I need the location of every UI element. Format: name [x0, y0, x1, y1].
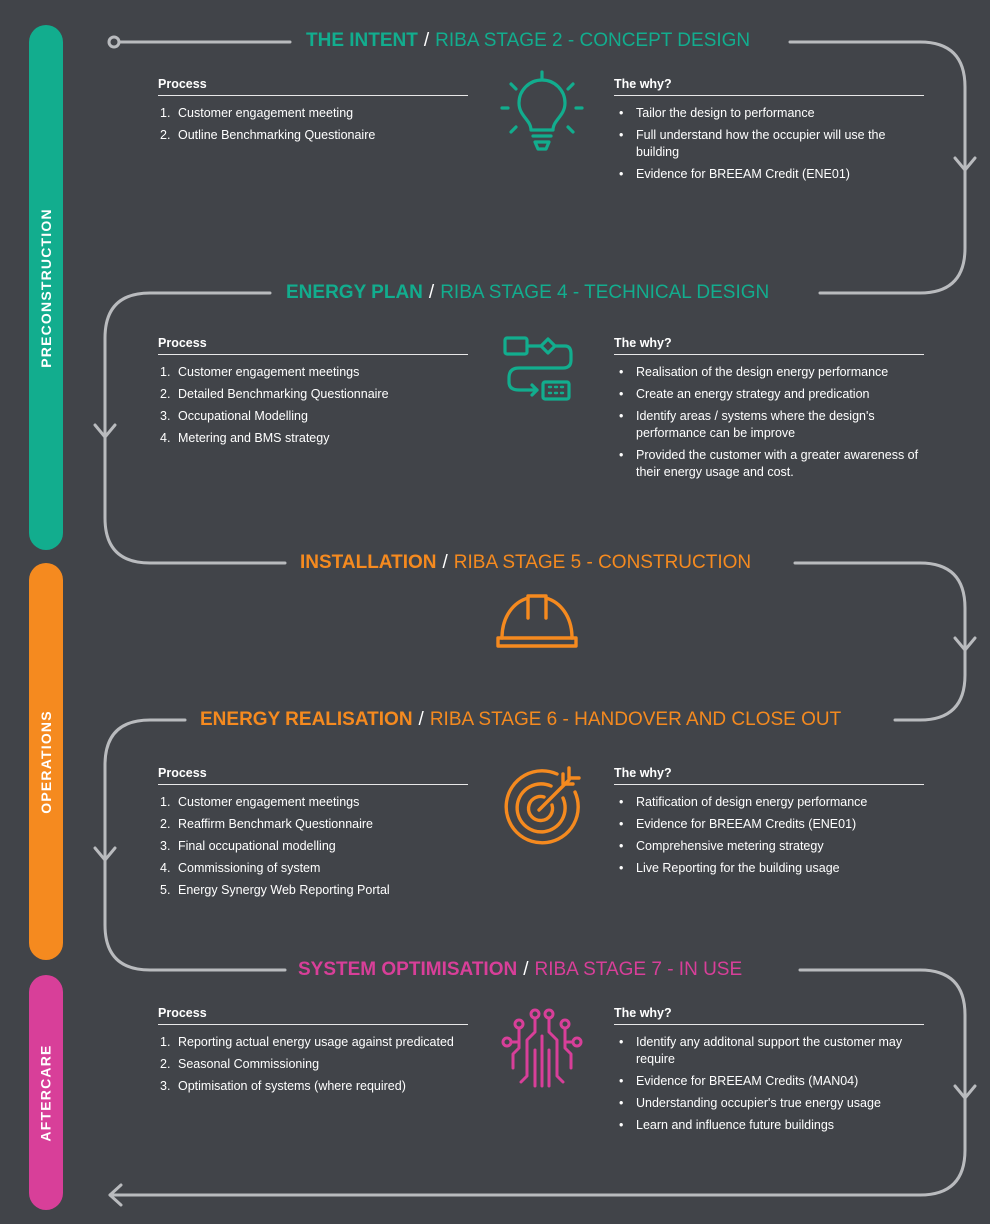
circuit-icon [501, 1008, 583, 1088]
lightbulb-icon [500, 70, 584, 151]
stage-subtitle: RIBA STAGE 4 - TECHNICAL DESIGN [440, 282, 770, 303]
process-column: Process 1.Customer engagement meetings 2… [158, 336, 468, 452]
hard-hat-icon [496, 594, 578, 648]
phase-preconstruction: PRECONSTRUCTION [29, 25, 63, 550]
workflow-icon [503, 336, 573, 401]
stage-title: ENERGY REALISATION/RIBA STAGE 6 - HANDOV… [190, 707, 852, 733]
phase-label: AFTERCARE [38, 1043, 55, 1142]
why-item: •Provided the customer with a greater aw… [619, 448, 919, 479]
why-item: •Evidence for BREEAM Credits (MAN04) [619, 1074, 859, 1088]
process-column: Process 1.Customer engagement meeting 2.… [158, 77, 468, 149]
stage-name: THE INTENT [306, 30, 418, 51]
target-icon [504, 766, 581, 845]
arrow-left-icon [108, 1183, 123, 1207]
process-item: 3.Occupational Modelling [160, 409, 308, 423]
process-item: 3.Final occupational modelling [160, 839, 336, 853]
stage-title: INSTALLATION/RIBA STAGE 5 - CONSTRUCTION [290, 550, 762, 576]
why-heading: The why? [614, 1006, 924, 1025]
process-heading: Process [158, 766, 468, 785]
why-item: •Evidence for BREEAM Credit (ENE01) [619, 167, 850, 181]
stage-name: ENERGY REALISATION [200, 709, 413, 730]
process-item: 2.Outline Benchmarking Questionaire [160, 128, 376, 142]
process-item: 2.Reaffirm Benchmark Questionnaire [160, 817, 373, 831]
why-column: The why? •Tailor the design to performan… [614, 77, 924, 188]
why-heading: The why? [614, 766, 924, 785]
stage-subtitle: RIBA STAGE 5 - CONSTRUCTION [453, 552, 752, 573]
why-item: •Identify any additonal support the cust… [619, 1035, 903, 1066]
why-item: •Live Reporting for the building usage [619, 861, 840, 875]
why-heading: The why? [614, 77, 924, 96]
stage-name: ENERGY PLAN [286, 282, 423, 303]
why-item: •Create an energy strategy and predicati… [619, 387, 870, 401]
arrow-down-icon [953, 636, 977, 652]
stage-title: THE INTENT/RIBA STAGE 2 - CONCEPT DESIGN [296, 28, 761, 54]
process-heading: Process [158, 77, 468, 96]
process-item: 1.Customer engagement meetings [160, 795, 360, 809]
why-column: The why? •Ratification of design energy … [614, 766, 924, 882]
process-item: 3.Optimisation of systems (where require… [160, 1079, 406, 1093]
why-item: •Realisation of the design energy perfor… [619, 365, 889, 379]
why-item: •Identify areas / systems where the desi… [619, 409, 875, 440]
why-column: The why? •Realisation of the design ener… [614, 336, 924, 486]
process-item: 1.Customer engagement meeting [160, 106, 354, 120]
stage-subtitle: RIBA STAGE 6 - HANDOVER AND CLOSE OUT [429, 709, 842, 730]
phase-label: OPERATIONS [38, 709, 54, 814]
why-item: •Tailor the design to performance [619, 106, 815, 120]
arrow-down-icon [93, 423, 117, 439]
process-item: 2.Detailed Benchmarking Questionnaire [160, 387, 389, 401]
stage-title: ENERGY PLAN/RIBA STAGE 4 - TECHNICAL DES… [276, 280, 780, 306]
arrow-down-icon [93, 846, 117, 862]
stage-name: INSTALLATION [300, 552, 437, 573]
process-column: Process 1.Customer engagement meetings 2… [158, 766, 468, 904]
process-item: 4.Metering and BMS strategy [160, 431, 330, 445]
process-item: 1.Reporting actual energy usage against … [160, 1035, 454, 1049]
process-item: 1.Customer engagement meetings [160, 365, 360, 379]
why-heading: The why? [614, 336, 924, 355]
process-column: Process 1.Reporting actual energy usage … [158, 1006, 468, 1100]
phase-label: PRECONSTRUCTION [38, 207, 54, 368]
process-item: 2.Seasonal Commissioning [160, 1057, 320, 1071]
why-item: •Comprehensive metering strategy [619, 839, 824, 853]
why-item: •Ratification of design energy performan… [619, 795, 868, 809]
why-item: •Evidence for BREEAM Credits (ENE01) [619, 817, 857, 831]
phase-operations: OPERATIONS [29, 563, 63, 960]
stage-subtitle: RIBA STAGE 7 - IN USE [534, 959, 743, 980]
process-heading: Process [158, 1006, 468, 1025]
phase-aftercare: AFTERCARE [29, 975, 63, 1210]
why-item: •Understanding occupier's true energy us… [619, 1096, 881, 1110]
process-heading: Process [158, 336, 468, 355]
why-item: •Full understand how the occupier will u… [619, 128, 886, 159]
stage-name: SYSTEM OPTIMISATION [298, 959, 518, 980]
stage-title: SYSTEM OPTIMISATION/RIBA STAGE 7 - IN US… [288, 957, 753, 983]
stage-subtitle: RIBA STAGE 2 - CONCEPT DESIGN [435, 30, 751, 51]
process-item: 5.Energy Synergy Web Reporting Portal [160, 883, 390, 897]
process-item: 4.Commissioning of system [160, 861, 321, 875]
arrow-down-icon [953, 156, 977, 172]
why-item: •Learn and influence future buildings [619, 1118, 835, 1132]
why-column: The why? •Identify any additonal support… [614, 1006, 924, 1139]
arrow-down-icon [953, 1084, 977, 1100]
